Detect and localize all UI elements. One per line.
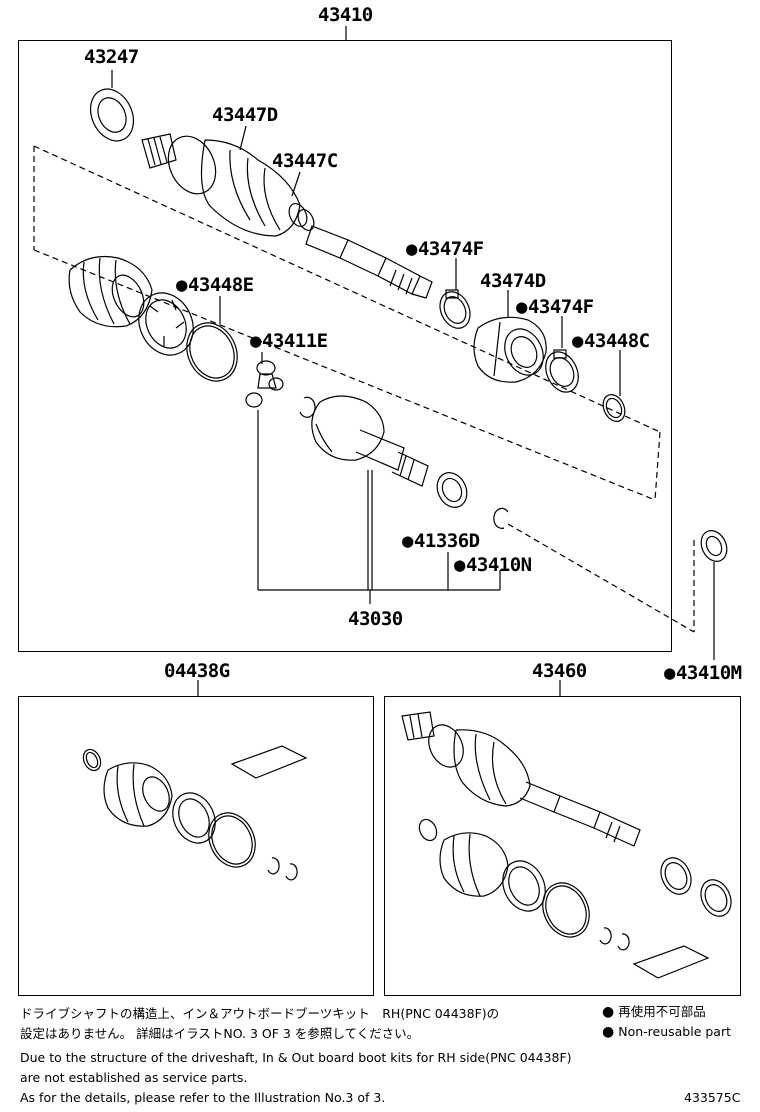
note-en-line3: As for the details, please refer to the …	[20, 1090, 386, 1105]
kit-left-parts	[82, 745, 308, 881]
label-43448C: 43448C	[572, 332, 650, 351]
bullet-icon: ●	[602, 1024, 615, 1040]
label-43447D: 43447D	[212, 104, 278, 126]
snap-ring-43410N	[493, 507, 509, 529]
label-43030: 43030	[348, 608, 403, 630]
figure-id: 433575C	[684, 1090, 741, 1105]
legend-en-text: Non-reusable part	[618, 1024, 732, 1039]
label-43474D: 43474D	[480, 270, 546, 292]
legend-jp-text: 再使用不可部品	[618, 1004, 706, 1019]
label-41336D: 41336D	[402, 532, 480, 551]
kit-left-frame	[18, 696, 374, 996]
part-43474D-boot	[473, 316, 547, 383]
legend-jp: ●再使用不可部品	[602, 1005, 706, 1019]
seal-ring	[436, 472, 468, 508]
part-43410M	[700, 530, 728, 660]
main-assembly-frame	[18, 40, 672, 652]
part-43474F-clamp-b	[545, 349, 579, 393]
outer-stub-spline	[141, 133, 177, 169]
part-43448E-clamp	[186, 322, 238, 382]
outer-cv-boot	[167, 125, 301, 237]
label-43474F-b: 43474F	[516, 298, 594, 317]
drive-shaft	[305, 225, 433, 299]
label-kit-43460: 43460	[532, 660, 587, 682]
inner-boot	[68, 255, 153, 328]
legend-en: ●Non-reusable part	[602, 1025, 731, 1039]
label-43411E: 43411E	[250, 332, 328, 351]
part-43247-ring	[89, 70, 135, 142]
label-assembly-43410: 43410	[318, 4, 373, 26]
part-43474F-clamp-a	[439, 289, 471, 329]
label-43474F-a: 43474F	[406, 240, 484, 259]
label-kit-04438G: 04438G	[164, 660, 230, 682]
part-43448C-clamp	[602, 394, 626, 422]
kit-right-parts	[401, 711, 732, 979]
bullet-icon: ●	[602, 1004, 615, 1020]
tripod-joint	[245, 360, 284, 408]
bracket-43030	[257, 410, 501, 604]
note-jp-line2: 設定はありません。 詳細はイラストNO. 3 OF 3 を参照してください。	[20, 1026, 420, 1041]
note-en-line2: are not established as service parts.	[20, 1070, 248, 1085]
note-jp-line1: ドライブシャフトの構造上、イン＆アウトボードブーツキット RH(PNC 0443…	[20, 1006, 500, 1021]
label-43247: 43247	[84, 46, 139, 68]
inner-cv-housing	[311, 395, 429, 487]
label-43448E: 43448E	[176, 276, 254, 295]
inner-housing-ring	[138, 292, 194, 356]
part-43447C-clamp	[288, 203, 315, 231]
label-43447C: 43447C	[272, 150, 338, 172]
label-43410M: 43410M	[664, 664, 742, 683]
label-43410N: 43410N	[454, 556, 532, 575]
note-en-line1: Due to the structure of the driveshaft, …	[20, 1050, 572, 1065]
kit-right-frame	[384, 696, 741, 996]
